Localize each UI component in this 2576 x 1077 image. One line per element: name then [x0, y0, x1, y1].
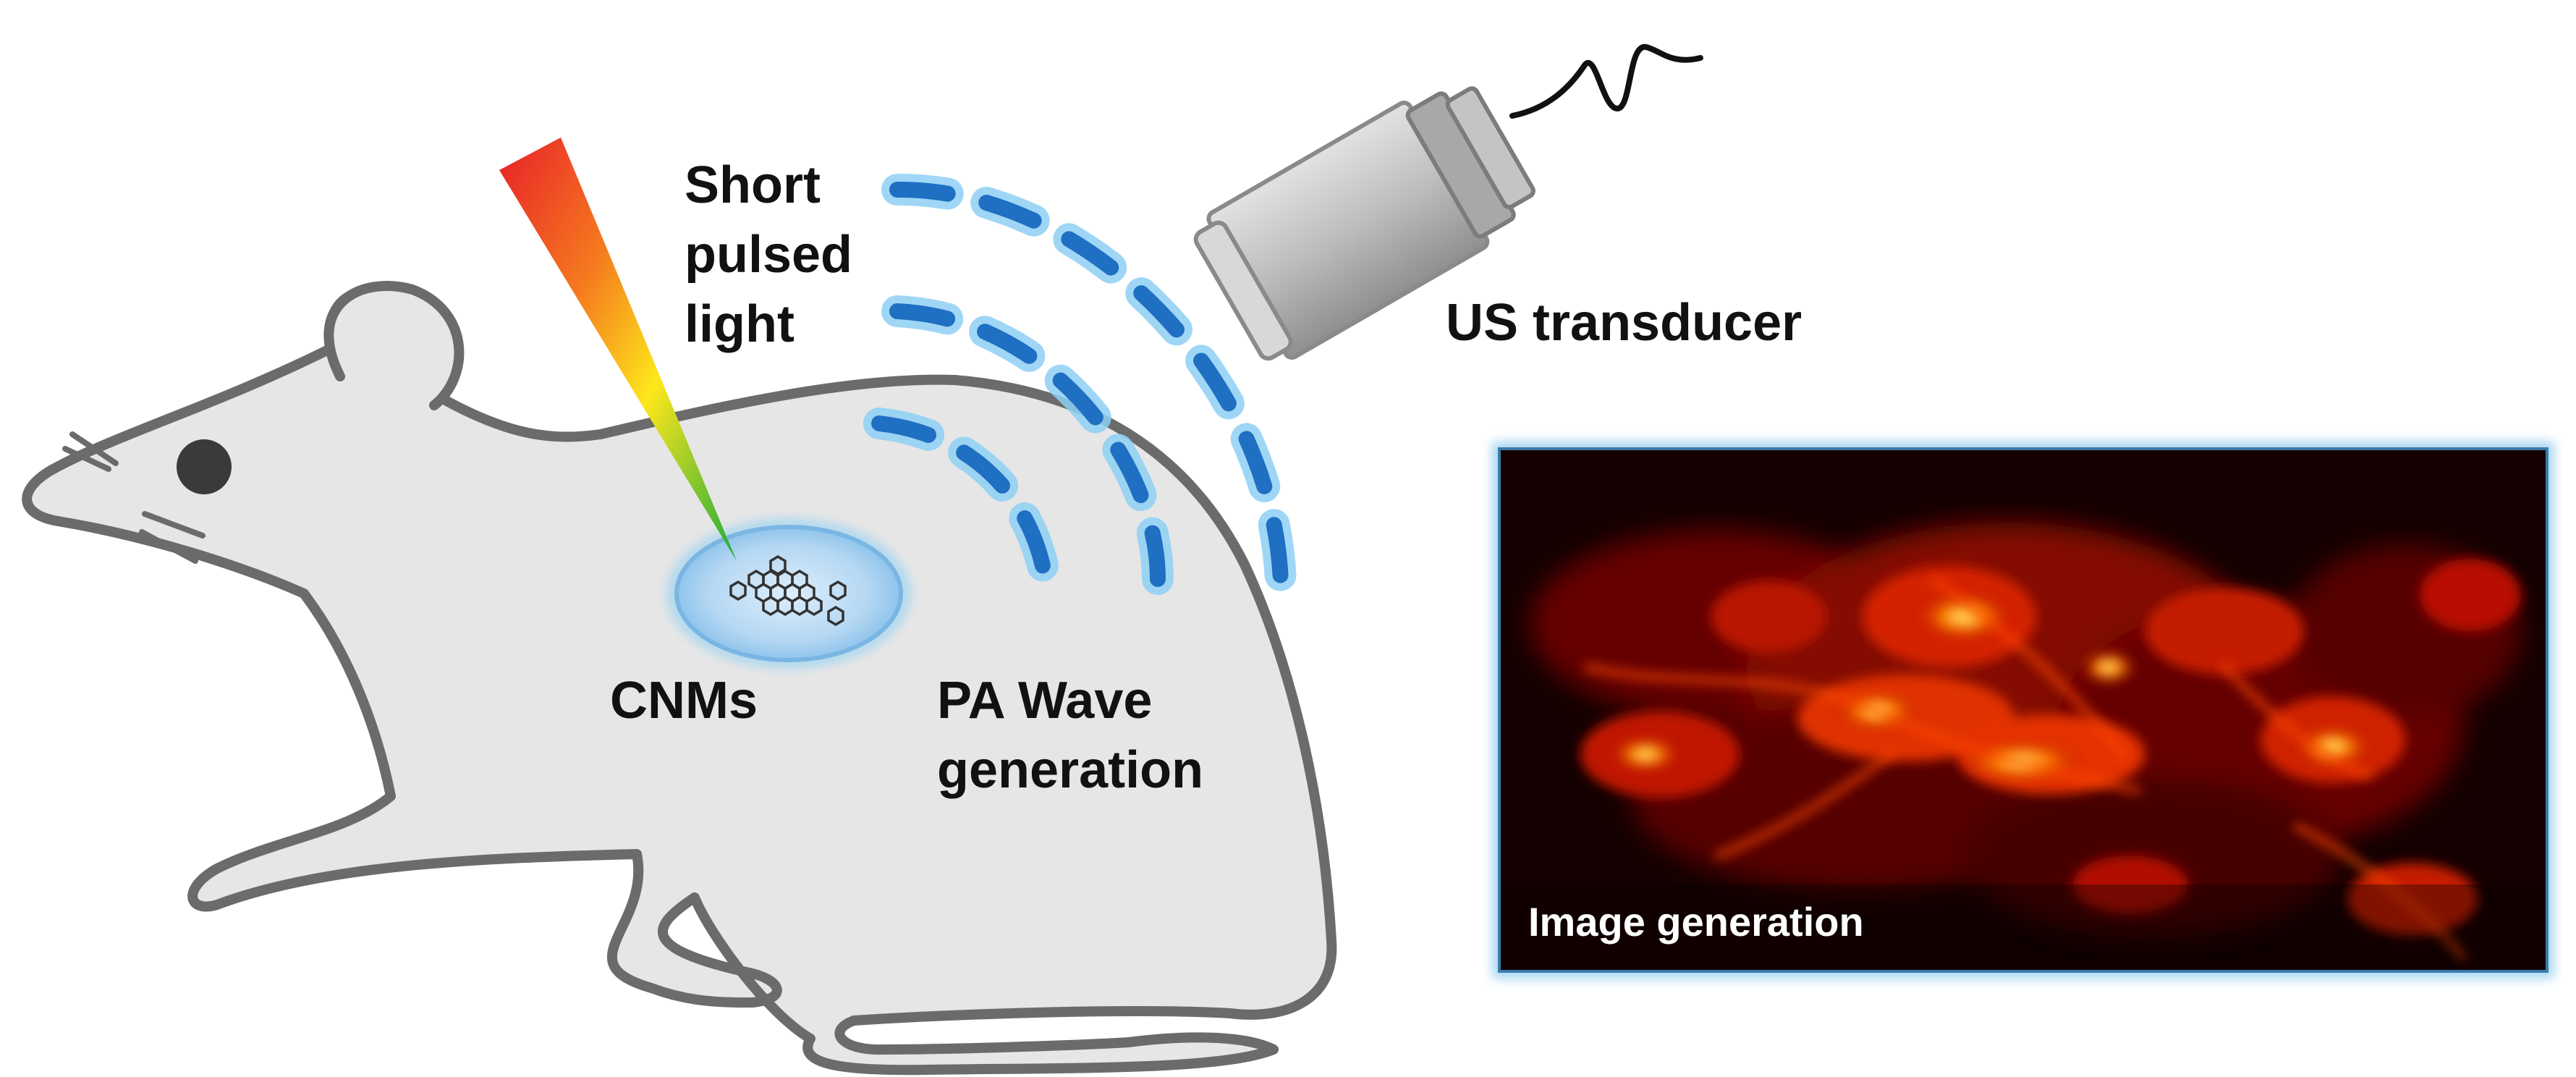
image-label: Image generation — [1528, 899, 1864, 945]
photoacoustic-image — [1501, 450, 2546, 970]
photoacoustic-image-panel — [1498, 447, 2549, 973]
nanomaterial-label: CNMs — [610, 672, 758, 730]
light-label-line-1: Short — [685, 156, 821, 214]
light-label: Short pulsed light — [685, 151, 852, 359]
light-label-line-2: pulsed — [685, 226, 853, 284]
mouse-eye — [177, 439, 232, 494]
light-label-line-3: light — [685, 295, 795, 353]
mouse-whiskers — [62, 431, 206, 564]
tumor-region — [666, 518, 912, 670]
wave-label: PA Wave generation — [937, 666, 1203, 805]
acoustic-wave-arcs — [863, 173, 1297, 617]
wave-label-line-2: generation — [937, 741, 1204, 799]
wave-arc-inner — [871, 415, 1056, 609]
mouse-ear — [323, 281, 465, 410]
wave-arc-outer — [889, 181, 1289, 591]
wave-arc-middle — [889, 303, 1166, 587]
waveform-icon — [1509, 44, 1703, 119]
transducer-label: US transducer — [1446, 294, 1802, 352]
laser-beam-triangle — [499, 138, 737, 561]
ultrasound-transducer-icon — [1193, 86, 1535, 361]
hexagon-cluster-icon — [729, 554, 847, 627]
wave-label-line-1: PA Wave — [937, 672, 1153, 730]
